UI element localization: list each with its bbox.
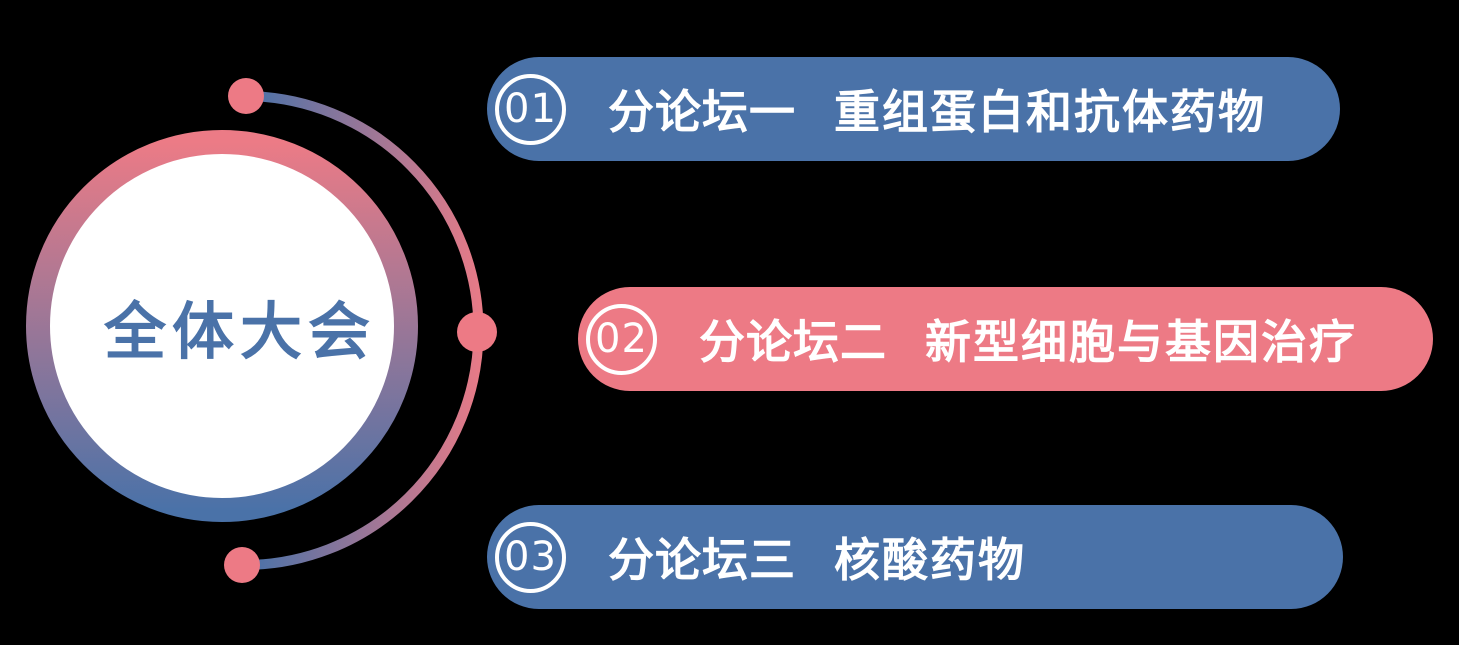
forum-1-number: 01 <box>504 86 557 132</box>
forum-2-name: 分论坛二 <box>699 315 887 369</box>
forum-3-number-badge: 03 <box>495 521 566 593</box>
forum-pill-2: 02 分论坛二 新型细胞与基因治疗 <box>578 287 1433 391</box>
forum-3-number: 03 <box>504 534 557 580</box>
forum-pill-3: 03 分论坛三 核酸药物 <box>487 505 1343 609</box>
connector-dot-middle <box>457 312 497 352</box>
plenary-label: 全体大会 <box>103 295 376 368</box>
forum-pill-1: 01 分论坛一 重组蛋白和抗体药物 <box>487 57 1340 161</box>
forum-1-number-badge: 01 <box>495 73 566 145</box>
forum-1-name: 分论坛一 <box>608 85 796 139</box>
connector-dot-bottom <box>224 547 260 583</box>
connector-dot-top <box>228 78 264 114</box>
forum-2-number: 02 <box>595 316 648 362</box>
forum-2-number-badge: 02 <box>586 303 657 375</box>
forum-3-topic: 核酸药物 <box>834 533 1026 587</box>
forum-2-topic: 新型细胞与基因治疗 <box>925 315 1357 369</box>
forum-3-name: 分论坛三 <box>608 533 796 587</box>
forum-1-topic: 重组蛋白和抗体药物 <box>834 85 1266 139</box>
plenary-circle <box>26 130 418 522</box>
